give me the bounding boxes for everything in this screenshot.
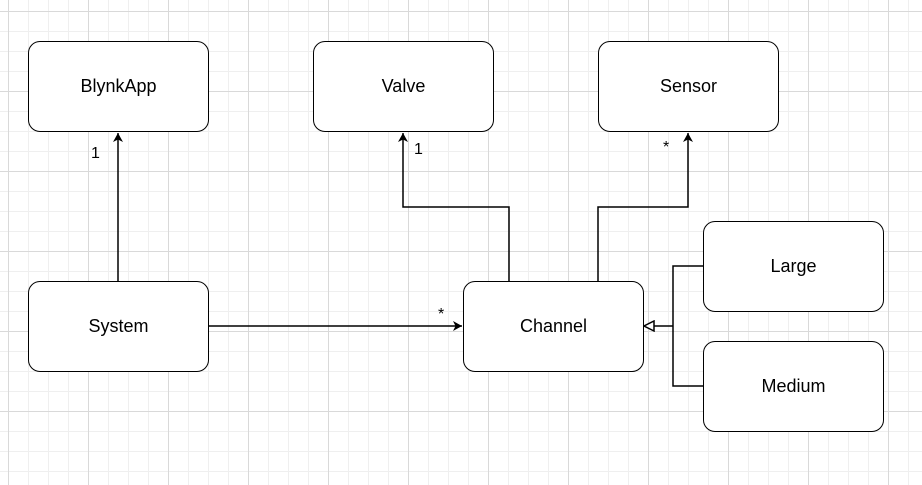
multiplicity-channel-valve: 1 [414, 141, 423, 158]
edge-large-generalization [672, 265, 703, 326]
edge-channel-valve [398, 133, 510, 281]
edge-medium-generalization [672, 326, 703, 387]
class-valve-label: Valve [381, 76, 426, 96]
multiplicity-system-blynkapp: 1 [91, 145, 100, 162]
class-channel-label: Channel [519, 316, 588, 336]
class-valve[interactable]: Valve [313, 41, 494, 132]
multiplicity-channel-sensor: * [663, 139, 670, 156]
class-blynkapp[interactable]: BlynkApp [28, 41, 209, 132]
class-large[interactable]: Large [703, 221, 884, 312]
class-channel[interactable]: Channel [463, 281, 644, 372]
multiplicity-system-channel: * [438, 306, 445, 323]
class-blynkapp-label: BlynkApp [80, 76, 157, 96]
class-medium[interactable]: Medium [703, 341, 884, 432]
class-sensor[interactable]: Sensor [598, 41, 779, 132]
class-medium-label: Medium [761, 376, 826, 396]
class-sensor-label: Sensor [659, 76, 718, 96]
class-system-label: System [88, 316, 149, 336]
class-large-label: Large [770, 256, 817, 276]
edge-channel-sensor [597, 133, 693, 281]
class-system[interactable]: System [28, 281, 209, 372]
